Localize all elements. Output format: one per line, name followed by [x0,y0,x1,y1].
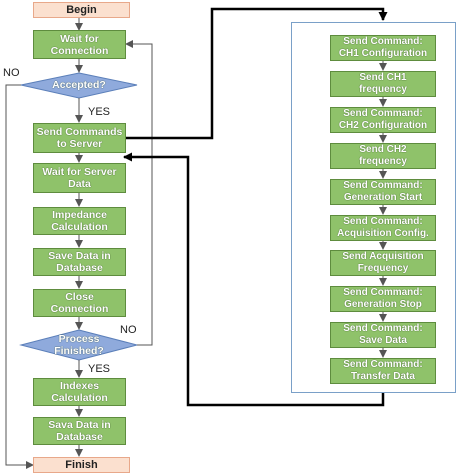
command-sequence-panel [291,22,456,393]
command-box-3: Send Command: CH2 Configuration [330,107,436,133]
process-finished-label: Process Finished? [54,333,104,357]
accepted-label: Accepted? [52,79,106,91]
impedance-box: Impedance Calculation [33,207,126,235]
arrow-process-no-loop [125,40,153,346]
save-database-box: Save Data in Database [33,248,126,276]
indexes-box: Indexes Calculation [33,378,126,406]
wait-connection-box: Wait for Connection [33,30,126,59]
command-box-1: Send Command: CH1 Configuration [330,35,436,61]
command-box-6: Send Command: Acquisition Config. [330,215,436,241]
command-box-9: Send Command: Save Data [330,322,436,348]
close-connection-box: Close Connection [33,289,126,317]
command-box-2: Send CH1 frequency [330,71,436,97]
command-box-8: Send Command: Generation Stop [330,286,436,312]
send-commands-box: Send Commands to Server [33,123,126,153]
command-box-4: Send CH2 frequency [330,143,436,169]
process-yes-label: YES [88,363,111,375]
arrow-send-to-panel [126,7,388,140]
command-box-7: Send Acquisition Frequency [330,250,436,276]
accepted-no-label: NO [3,67,20,79]
arrow-accepted-no-to-finish [5,84,34,469]
command-box-5: Send Command: Generation Start [330,179,436,205]
arrow-panel-return [123,152,385,407]
finish-terminal: Finish [33,457,130,473]
command-box-10: Send Command: Transfer Data [330,358,436,384]
begin-terminal: Begin [33,2,130,18]
wait-server-data-box: Wait for Server Data [33,163,126,193]
accepted-yes-label: YES [88,106,111,118]
process-no-label: NO [120,324,137,336]
sava-database-box: Sava Data in Database [33,417,126,445]
